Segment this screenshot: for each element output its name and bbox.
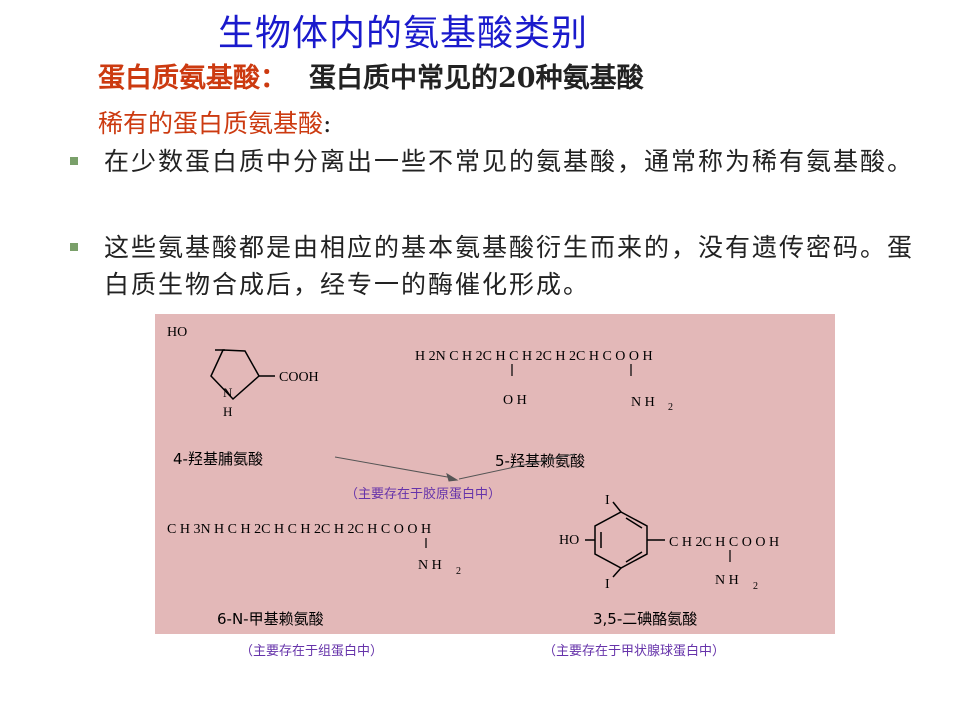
arrows [334, 453, 576, 482]
diiodotyrosine-structure [585, 501, 665, 578]
hyl-oh-label: O H [503, 393, 527, 408]
mlys-nh-sub: 2 [456, 566, 461, 577]
collagen-caption: （主要存在于胶原蛋白中） [345, 486, 501, 502]
histone-caption: （主要存在于组蛋白中） [240, 644, 384, 659]
dit-name: 3,5-二碘酪氨酸 [593, 610, 697, 628]
mlys-nh-label: N H [418, 558, 442, 573]
dit-ho-label: HO [559, 533, 579, 548]
bullet-text-1: 在少数蛋白质中分离出一些不常见的氨基酸，通常称为稀有氨基酸。 [104, 147, 915, 176]
dit-i-top: I [605, 493, 610, 508]
bullet-text-2: 这些氨基酸都是由相应的基本氨基酸衍生而来的，没有遗传密码。蛋白质生物合成后，经专… [104, 233, 915, 299]
hyl-nh-label: N H [631, 395, 655, 410]
thyroglobulin-caption: （主要存在于甲状腺球蛋白中） [543, 644, 726, 659]
protein-amino-acid-label: 蛋白质氨基酸： [98, 63, 287, 94]
hyl-formula: H 2N C H 2C H C H 2C H 2C H C O O H [415, 349, 653, 364]
i-bottom-bond [612, 567, 622, 578]
hyp-h-label: H [223, 404, 232, 419]
arrowhead-icon [446, 472, 459, 482]
rare-amino-acid-label: 稀有的蛋白质氨基酸 [98, 109, 324, 138]
slide-title: 生物体内的氨基酸类别 [218, 13, 589, 54]
dit-nh-label: N H [715, 573, 739, 588]
ring-double-1 [625, 517, 643, 529]
protein-amino-acid-line: 蛋白质氨基酸： 蛋白质中常见的20种氨基酸 [98, 56, 644, 95]
bullet-square-icon [70, 243, 78, 251]
arrow-left [334, 456, 454, 479]
dit-i-bottom: I [605, 577, 610, 592]
dit-chain-formula: C H 2C H C O O H [669, 535, 779, 550]
hyl-nh-sub: 2 [668, 402, 673, 413]
bullet-square-icon [70, 157, 78, 165]
hyp-name: 4-羟基脯氨酸 [173, 450, 263, 468]
bullet-item-1: 在少数蛋白质中分离出一些不常见的氨基酸，通常称为稀有氨基酸。 [70, 143, 920, 180]
i-top-bond [612, 501, 622, 513]
rare-amino-acid-figure: HO COOH N H 4-羟基脯氨酸 H 2N C H 2C H C H 2C… [155, 314, 835, 634]
dit-nh-sub: 2 [753, 581, 758, 592]
bullet-item-2: 这些氨基酸都是由相应的基本氨基酸衍生而来的，没有遗传密码。蛋白质生物合成后，经专… [70, 229, 920, 303]
ring-double-2 [625, 551, 643, 563]
pyrrolidine-ring [210, 349, 260, 401]
rare-amino-acid-colon: : [323, 109, 332, 138]
arrow-right [458, 453, 576, 480]
hyp-n-label: N [223, 385, 233, 400]
mlys-name: 6-N-甲基赖氨酸 [217, 610, 324, 628]
rare-amino-acid-heading: 稀有的蛋白质氨基酸: [98, 104, 331, 140]
mlys-formula: C H 3N H C H 2C H C H 2C H 2C H C O O H [167, 522, 431, 537]
hyp-cooh-label: COOH [279, 370, 319, 385]
structures-svg: HO COOH N H 4-羟基脯氨酸 H 2N C H 2C H C H 2C… [167, 325, 779, 628]
protein-amino-acid-text: 蛋白质中常见的20种氨基酸 [309, 63, 644, 94]
hyp-ho-label: HO [167, 325, 187, 340]
benzene-ring [594, 511, 648, 569]
hydroxyproline-structure [210, 349, 275, 401]
